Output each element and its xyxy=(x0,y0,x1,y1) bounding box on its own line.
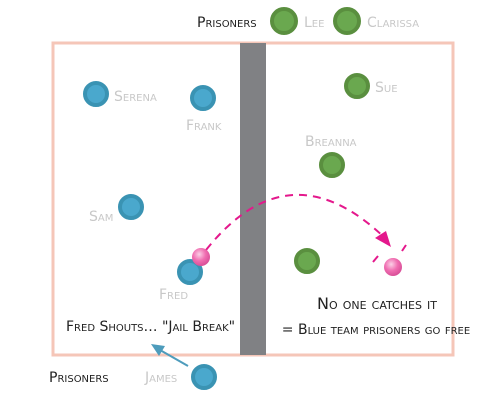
player-fred: Fred xyxy=(159,259,203,303)
player-james-token xyxy=(191,364,217,390)
player-frank-token xyxy=(190,85,216,111)
player-sam-token xyxy=(118,194,144,220)
throw-arrowhead xyxy=(375,231,391,247)
player-fred-token xyxy=(177,259,203,285)
player-breanna-name: Breanna xyxy=(305,134,357,150)
player-serena-token xyxy=(83,81,109,107)
player-frank-name: Frank xyxy=(186,118,222,134)
player-clarissa-token xyxy=(333,7,361,35)
player-james: James xyxy=(144,364,217,390)
player-lee-name: Lee xyxy=(304,15,324,31)
player-sue-token xyxy=(344,73,370,99)
throw-path xyxy=(205,194,388,251)
player-sue-name: Sue xyxy=(375,80,398,96)
player-sue: Sue xyxy=(344,73,398,99)
player-lee: Lee xyxy=(270,7,324,35)
result-line-1: No one catches it xyxy=(317,294,437,313)
player-clarissa: Clarissa xyxy=(333,7,419,35)
player-serena: Serena xyxy=(83,81,157,107)
player-fred-name: Fred xyxy=(159,287,188,303)
player-serena-name: Serena xyxy=(114,89,157,105)
player-james-name: James xyxy=(144,370,177,386)
prisoners-bottom-label: Prisoners xyxy=(49,370,109,386)
player-clarissa-name: Clarissa xyxy=(367,15,419,31)
player-lee-token xyxy=(270,7,298,35)
prisoners-top-label: Prisoners xyxy=(197,15,257,31)
ball-landed xyxy=(384,258,402,276)
landing-tick-left xyxy=(372,255,379,263)
player-breanna-token xyxy=(319,152,345,178)
player-sam: Sam xyxy=(89,194,144,225)
player-breanna: Breanna xyxy=(305,134,357,178)
player-frank: Frank xyxy=(186,85,222,134)
result-line-2: = Blue team prisoners go free xyxy=(282,322,470,338)
fred-shout-callout: Fred Shouts… "Jail Break" xyxy=(66,319,235,335)
player-sam-name: Sam xyxy=(89,209,113,225)
center-line xyxy=(240,43,266,355)
green-player-unnamed-token xyxy=(294,248,320,274)
pointer-arrow-line xyxy=(159,349,189,367)
ball-thrown xyxy=(192,248,210,266)
landing-tick-right xyxy=(401,244,407,252)
pointer-arrowhead xyxy=(151,344,165,356)
